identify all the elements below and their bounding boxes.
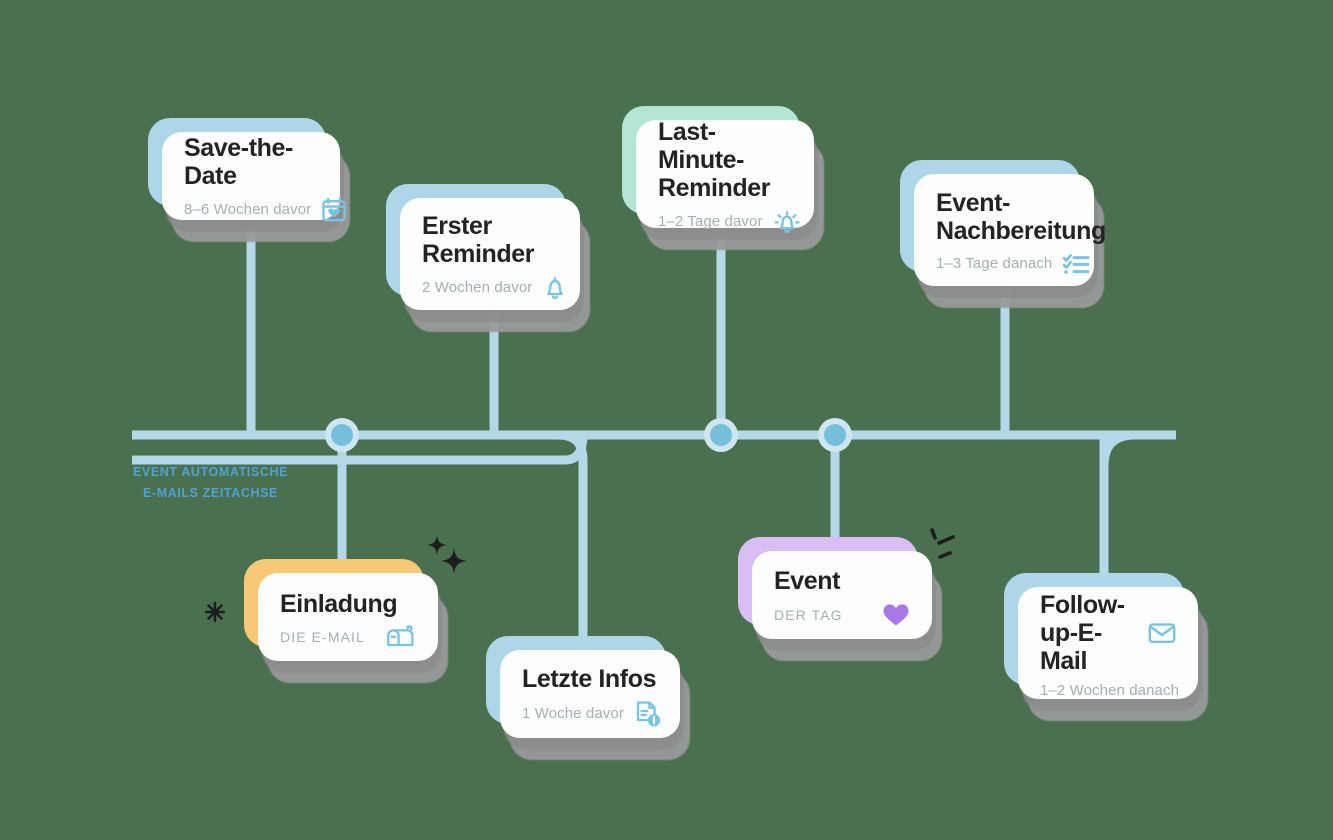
- card-follow-up-e-mail[interactable]: Follow-up-E-Mail 1–2 Wochen danach: [1004, 573, 1208, 721]
- card-face: Erster Reminder 2 Wochen davor: [400, 198, 580, 310]
- card-face: Einladung DIE E-MAIL: [258, 573, 438, 661]
- heart-icon: [882, 602, 910, 628]
- card-title: Event: [774, 566, 841, 595]
- card-subtitle: 1–3 Tage danach: [936, 255, 1053, 272]
- timeline-dot-1-core: [331, 424, 353, 446]
- bell-icon: [542, 275, 568, 301]
- card-face: Letzte Infos 1 Woche davor: [500, 650, 680, 738]
- card-title: Save-the-Date: [184, 133, 293, 190]
- envelope-icon: [1148, 622, 1176, 644]
- motion-lines-icon: [930, 528, 955, 559]
- card-title: Last-Minute-Reminder: [658, 117, 771, 202]
- timeline-dot-3-core: [824, 424, 846, 446]
- card-title: Follow-up-E-Mail: [1040, 591, 1125, 675]
- asterisk-sparkle-icon: [204, 601, 226, 623]
- card-subtitle: 1 Woche davor: [522, 705, 624, 722]
- card-title: Event-Nachbereitung: [936, 188, 1106, 245]
- card-title: Erster Reminder: [422, 211, 535, 268]
- four-point-sparkle-icon: [427, 535, 467, 574]
- card-subtitle: 1–2 Tage davor: [658, 213, 763, 230]
- card-face: Last-Minute-Reminder 1–2 Tage davor: [636, 117, 814, 233]
- timeline-dot-2-core: [710, 424, 732, 446]
- card-face: Save-the-Date 8–6 Wochen davor: [162, 132, 347, 221]
- card-event[interactable]: Event DER TAG: [738, 537, 942, 661]
- card-erster-reminder[interactable]: Erster Reminder 2 Wochen davor: [386, 184, 590, 332]
- card-einladung[interactable]: Einladung DIE E-MAIL: [244, 559, 448, 683]
- card-event-nachbereitung[interactable]: Event-Nachbereitung 1–3 Tage danach: [900, 160, 1106, 308]
- axis-label-line-2: E-MAILS ZEITACHSE: [143, 485, 278, 500]
- timeline-axis-label: EVENT AUTOMATISCHE E-MAILS ZEITACHSE: [128, 462, 293, 503]
- card-subtitle: 1–2 Wochen danach: [1040, 682, 1180, 699]
- card-last-minute-reminder[interactable]: Last-Minute-Reminder 1–2 Tage davor: [622, 106, 824, 250]
- card-subtitle: 8–6 Wochen davor: [184, 201, 312, 218]
- document-info-icon: [634, 700, 662, 728]
- card-subtitle: 2 Wochen davor: [422, 279, 533, 296]
- card-face: Event-Nachbereitung 1–3 Tage danach: [914, 174, 1106, 286]
- checklist-icon: [1062, 252, 1090, 276]
- card-subtitle: DER TAG: [774, 606, 843, 623]
- card-title: Einladung: [280, 589, 398, 618]
- mailbox-icon: [386, 624, 416, 649]
- card-title: Letzte Infos: [522, 664, 657, 693]
- bell-ring-icon: [773, 209, 801, 235]
- connector-follow-up-curve: [1099, 430, 1176, 579]
- card-face: Follow-up-E-Mail 1–2 Wochen danach: [1018, 587, 1198, 699]
- axis-label-line-1: EVENT AUTOMATISCHE: [132, 465, 289, 479]
- card-save-the-date[interactable]: Save-the-Date 8–6 Wochen davor: [148, 118, 350, 242]
- calendar-heart-icon: [321, 197, 347, 223]
- card-subtitle: DIE E-MAIL: [280, 628, 365, 645]
- timeline-dots: [325, 418, 852, 452]
- card-face: Event DER TAG: [752, 551, 932, 639]
- card-letzte-infos[interactable]: Letzte Infos 1 Woche davor: [486, 636, 690, 760]
